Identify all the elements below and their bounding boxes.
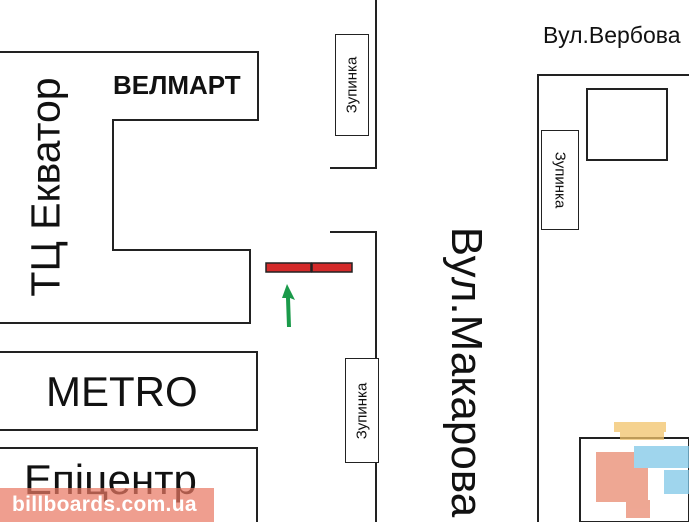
bus-stop-right-label: Зупинка [551, 151, 569, 209]
bus-stop-lower-label: Зупинка [353, 382, 371, 439]
billboard-right-panel [311, 262, 353, 273]
right-block-outline [537, 74, 689, 522]
bus-stop-lower: Зупинка [345, 358, 379, 463]
velmart-label: ВЕЛМАРТ [113, 70, 241, 100]
street-verbova-label: Вул.Вербова [543, 22, 681, 48]
epicentr-block-outline [0, 447, 258, 522]
metro-block-outline [0, 351, 258, 431]
bus-stop-upper: Зупинка [335, 34, 369, 136]
street-edge-upper [330, 0, 377, 169]
bus-stop-right: Зупинка [541, 130, 579, 230]
right-building-top [586, 88, 668, 161]
bus-stop-upper-label: Зупинка [343, 56, 361, 114]
ekvator-label: ТЦ Екватор [22, 77, 69, 297]
ekvator-block-outline [0, 51, 259, 324]
billboard-left-panel [265, 262, 312, 273]
street-makarova-label: Вул.Макарова [442, 226, 491, 518]
direction-arrow-icon [282, 284, 295, 327]
watermark-text: billboards.com.ua [0, 488, 214, 522]
metro-label: METRO [46, 368, 198, 415]
watermark-logo-shape [596, 422, 689, 518]
